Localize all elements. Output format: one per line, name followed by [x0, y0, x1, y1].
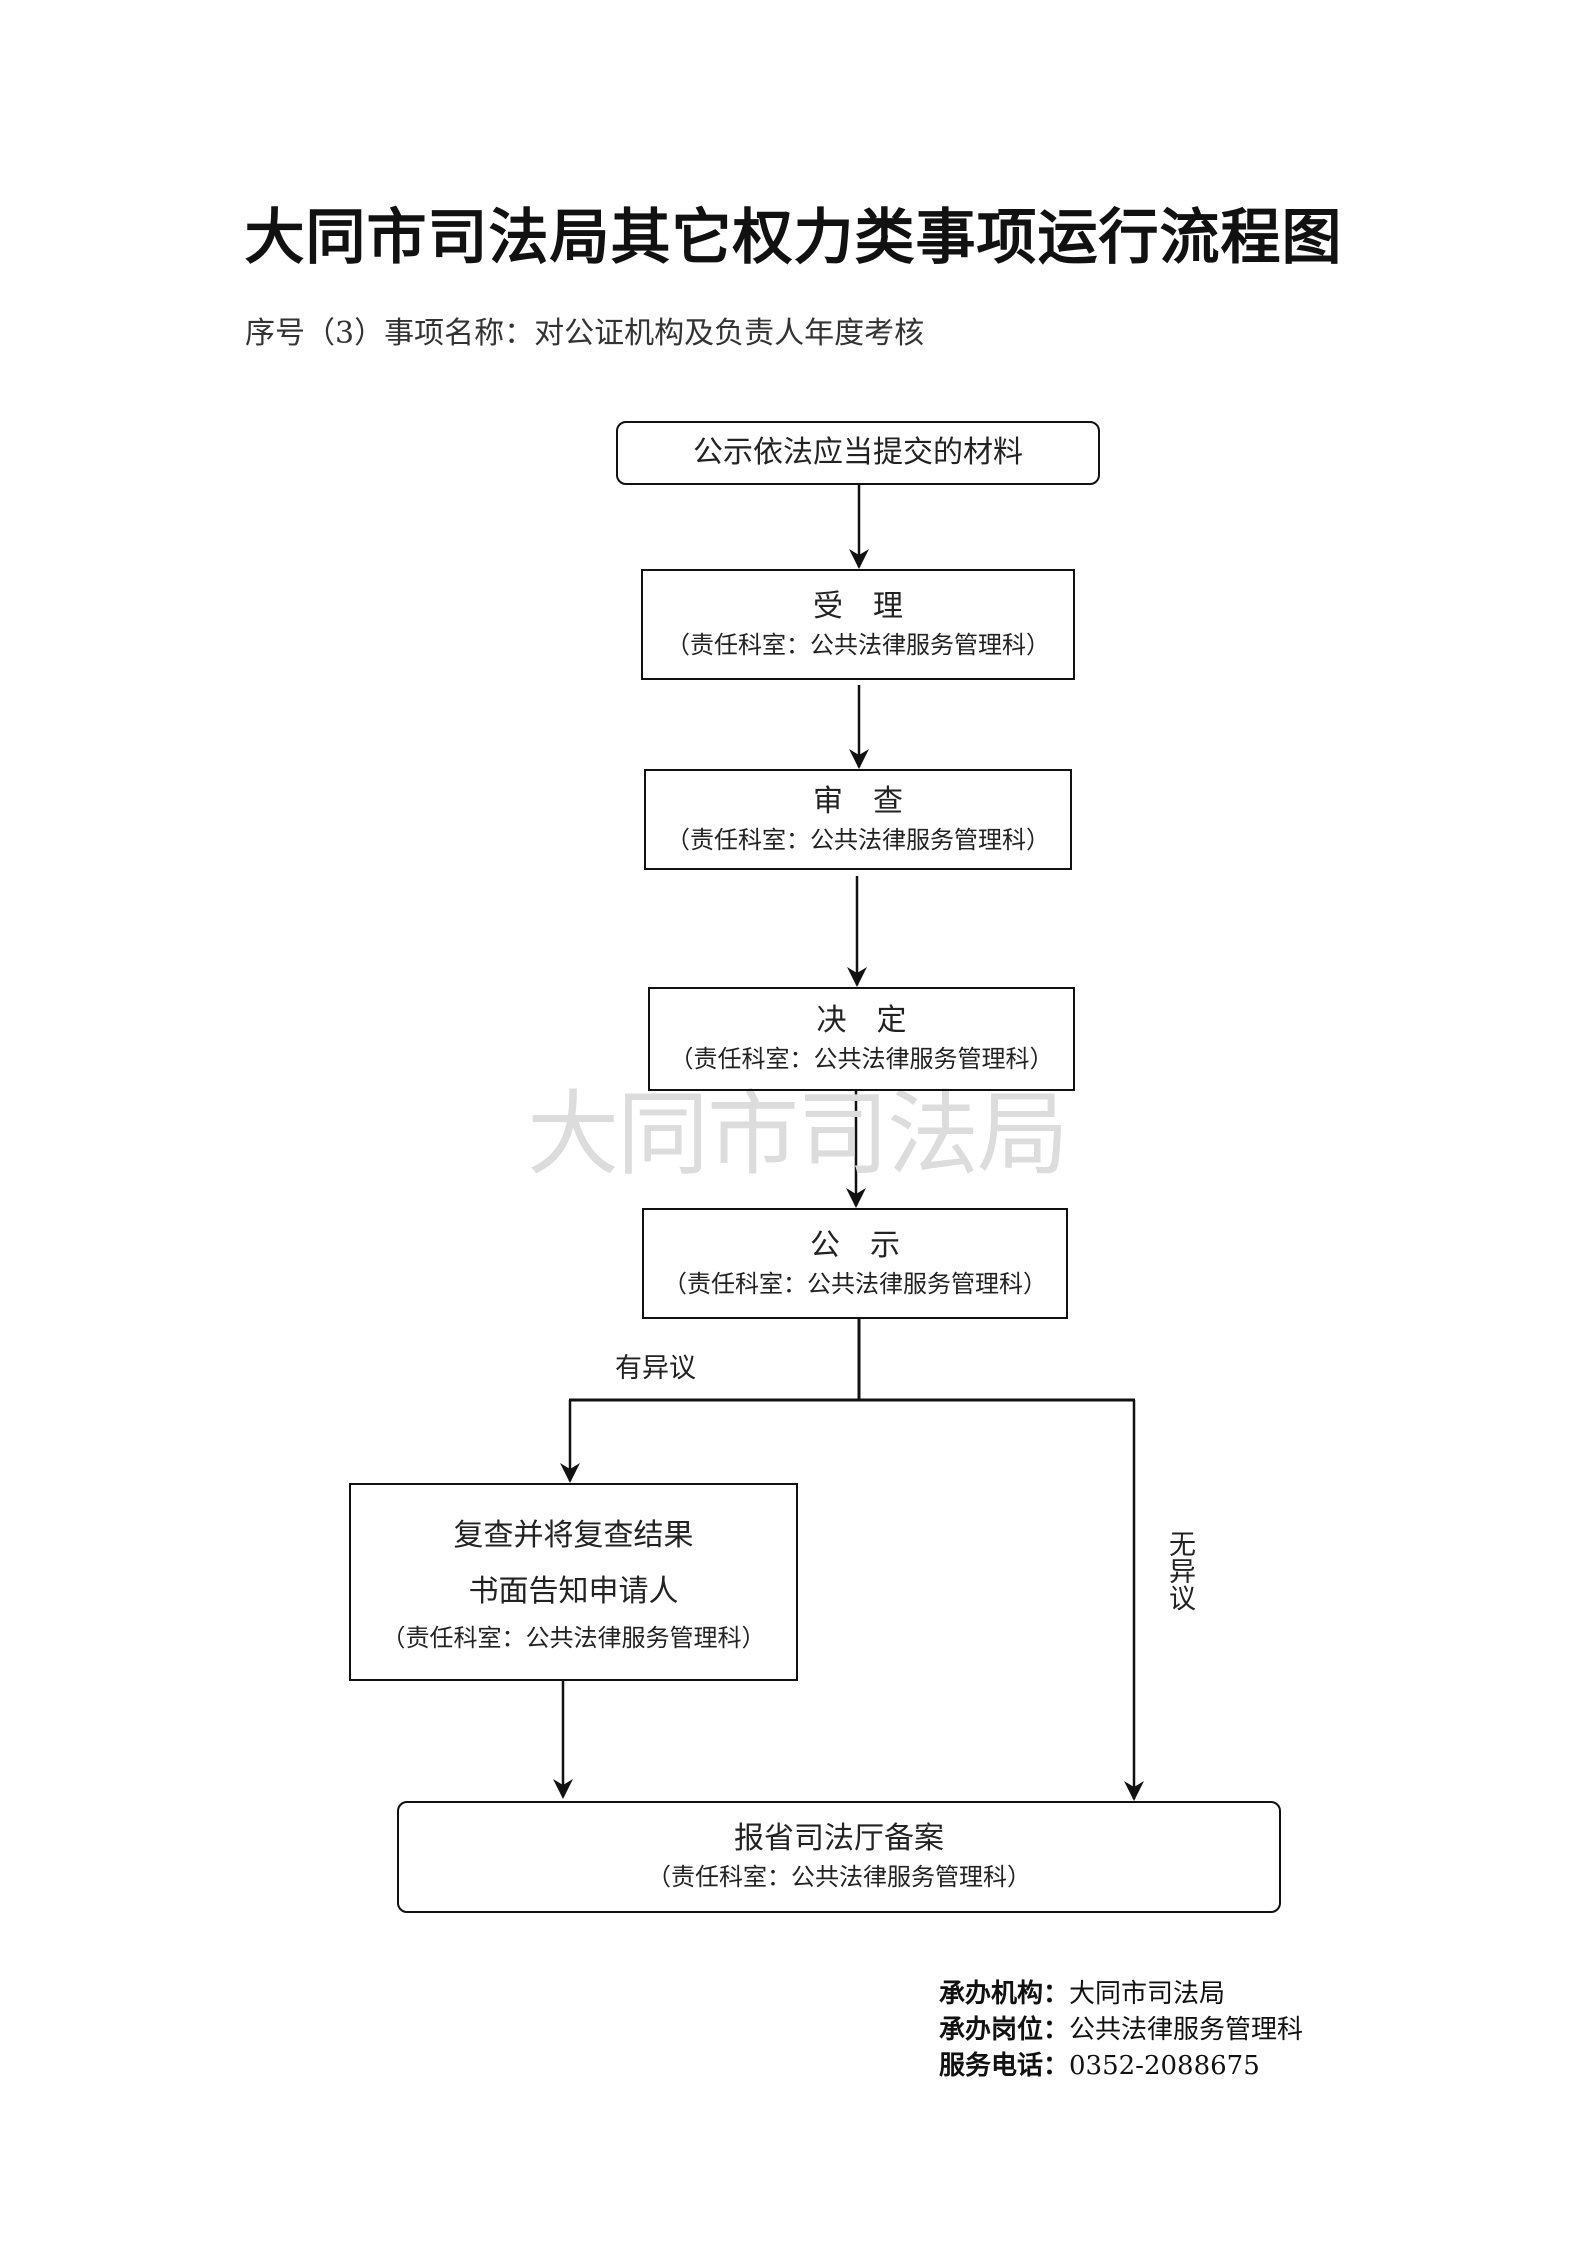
- post-label: 承办岗位：: [939, 2015, 1070, 2045]
- step-label: 审 查: [813, 783, 903, 819]
- step-accept: 受 理 （责任科室：公共法律服务管理科）: [641, 569, 1075, 680]
- step-recheck-notify: 复查并将复查结果 书面告知申请人 （责任科室：公共法律服务管理科）: [349, 1483, 798, 1681]
- step-department: （责任科室：公共法律服务管理科）: [381, 1624, 766, 1652]
- step-department: （责任科室：公共法律服务管理科）: [666, 825, 1050, 854]
- contact-org: 承办机构：大同市司法局: [939, 1976, 1303, 2012]
- phone-value: 0352-2088675: [1069, 2051, 1260, 2081]
- org-label: 承办机构：: [939, 1979, 1070, 2009]
- step-department: （责任科室：公共法律服务管理科）: [663, 1269, 1047, 1298]
- step-label: 公 示: [810, 1227, 900, 1263]
- step-label: 报省司法厅备案: [734, 1821, 944, 1856]
- contact-info: 承办机构：大同市司法局 承办岗位：公共法律服务管理科 服务电话：0352-208…: [939, 1976, 1303, 2084]
- step-file-provincial: 报省司法厅备案 （责任科室：公共法律服务管理科）: [397, 1801, 1281, 1913]
- step-label: 决 定: [816, 1003, 907, 1038]
- post-value: 公共法律服务管理科: [1069, 2015, 1304, 2045]
- contact-phone: 服务电话：0352-2088675: [939, 2048, 1303, 2084]
- step-review: 审 查 （责任科室：公共法律服务管理科）: [644, 769, 1072, 870]
- org-value: 大同市司法局: [1069, 1979, 1226, 2009]
- step-label-line2: 书面告知申请人: [468, 1574, 679, 1609]
- step-label-line1: 复查并将复查结果: [453, 1518, 694, 1553]
- page-title: 大同市司法局其它权力类事项运行流程图: [244, 203, 1343, 273]
- step-publicize: 公 示 （责任科室：公共法律服务管理科）: [642, 1208, 1068, 1319]
- step-department: （责任科室：公共法律服务管理科）: [647, 1863, 1031, 1891]
- step-decide: 决 定 （责任科室：公共法律服务管理科）: [648, 987, 1075, 1091]
- step-department: （责任科室：公共法律服务管理科）: [666, 630, 1050, 659]
- watermark: 大同市司法局: [527, 1081, 1069, 1188]
- step-department: （责任科室：公共法律服务管理科）: [669, 1045, 1054, 1073]
- item-subtitle: 序号（3）事项名称：对公证机构及负责人年度考核: [245, 316, 925, 351]
- label-objection: 有异议: [615, 1353, 696, 1384]
- label-no-objection: 无异议: [1164, 1530, 1195, 1611]
- step-label: 公示依法应当提交的材料: [693, 435, 1023, 470]
- phone-label: 服务电话：: [939, 2051, 1070, 2081]
- step-label: 受 理: [813, 588, 903, 624]
- contact-post: 承办岗位：公共法律服务管理科: [939, 2012, 1303, 2048]
- step-publicize-materials: 公示依法应当提交的材料: [616, 421, 1100, 485]
